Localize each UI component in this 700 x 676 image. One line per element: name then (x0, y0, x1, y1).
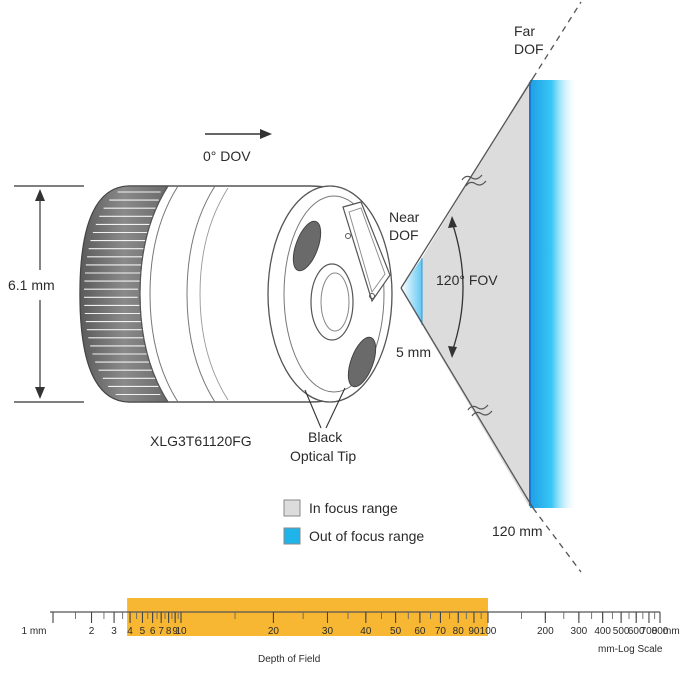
scale-tick-label: 60 (414, 626, 426, 637)
scale-unit: mm (663, 626, 680, 637)
scale-tick-label: 90 (468, 626, 480, 637)
in-focus-region (422, 80, 530, 508)
diameter-label: 6.1 mm (8, 277, 55, 293)
dov-label: 0° DOV (203, 148, 251, 164)
scale-tick-label: 300 (571, 626, 588, 637)
scale-tick-label: 70 (435, 626, 447, 637)
near-dof-label-line1: Near (389, 209, 420, 225)
legend-label-in-focus: In focus range (309, 500, 398, 516)
near-dof-label-line2: DOF (389, 227, 419, 243)
scale-tick-label: 40 (360, 626, 372, 637)
fov-label: 120° FOV (436, 272, 498, 288)
dov-arrow (205, 129, 272, 139)
part-number: XLG3T61120FG (150, 433, 252, 449)
lens (310, 263, 354, 341)
legend-swatch-in-focus (283, 499, 301, 517)
diameter-dimension (14, 185, 84, 403)
far-dof-label-line2: DOF (514, 41, 544, 57)
scale-tick-label: 1 mm (22, 626, 47, 637)
scale-tick-label: 30 (322, 626, 334, 637)
upper-break-mark (461, 174, 487, 187)
scale-tick-label: 400 (594, 626, 611, 637)
far-distance-label: 120 mm (492, 523, 543, 539)
scale-tick-label: 20 (268, 626, 280, 637)
legend-label-out-of-focus: Out of focus range (309, 528, 424, 544)
fov-arc (451, 221, 464, 353)
scale-tick-label: 80 (453, 626, 465, 637)
legend: In focus range Out of focus range (283, 499, 424, 545)
scale-tick-label: 2 (89, 626, 95, 637)
far-dof-label-line1: Far (514, 23, 535, 39)
far-out-of-focus-band (530, 80, 578, 508)
scale-tick-label: 8 (166, 626, 172, 637)
scale-tick-label: 7 (158, 626, 164, 637)
lower-break-mark (467, 404, 493, 417)
scale-tick-label: 3 (111, 626, 117, 637)
camera-module (79, 185, 393, 429)
fov-upper-edge (400, 77, 534, 289)
scale-note: mm-Log Scale (598, 644, 663, 655)
optical-tip-upper (292, 220, 322, 272)
scale-tick-label: 200 (537, 626, 554, 637)
optical-tip-label-line2: Optical Tip (290, 448, 356, 464)
scale-tick-label: 10 (175, 626, 187, 637)
scale-tick-label: 6 (150, 626, 156, 637)
scale-tick-label: 9 (172, 626, 178, 637)
scale-tick-label: 500 (613, 626, 630, 637)
scale-tick-label: 5 (140, 626, 146, 637)
optical-tip-lower (347, 336, 377, 388)
scale-tick-label: 100 (480, 626, 497, 637)
depth-of-field-highlight (127, 598, 488, 636)
near-distance-label: 5 mm (396, 344, 431, 360)
scale-tick-label: 800 (652, 626, 669, 637)
field-of-view (400, 1, 582, 573)
scale-tick-label: 700 (641, 626, 658, 637)
scale-caption: Depth of Field (258, 654, 320, 665)
scale-tick-label: 600 (628, 626, 645, 637)
legend-swatch-out-of-focus (283, 527, 301, 545)
scale-tick-label: 4 (127, 626, 133, 637)
fov-lower-edge (400, 287, 534, 509)
scale-tick-label: 50 (390, 626, 402, 637)
near-out-of-focus-region (401, 258, 422, 325)
sensor-chip (342, 201, 391, 303)
optical-tip-label-line1: Black (308, 429, 343, 445)
